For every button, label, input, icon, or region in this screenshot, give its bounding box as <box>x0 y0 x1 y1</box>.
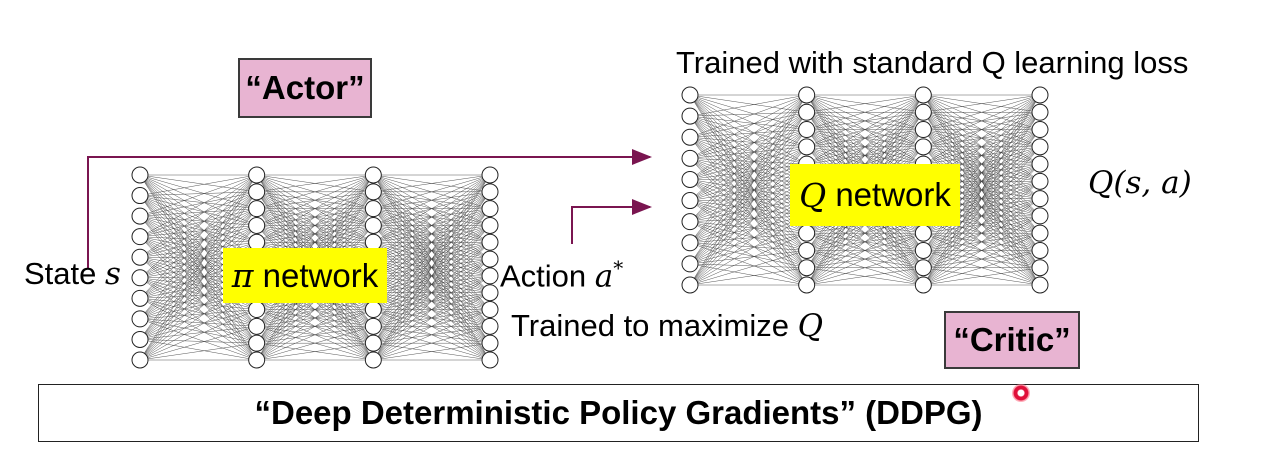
neuron-node <box>1031 276 1049 294</box>
neuron-node <box>798 121 816 139</box>
action-word: Action <box>500 258 587 294</box>
neuron-node <box>1031 86 1049 104</box>
actor-label: “Actor” <box>238 58 372 118</box>
neuron-node <box>131 330 149 348</box>
neuron-node <box>1031 190 1049 208</box>
neuron-node <box>1031 172 1049 190</box>
neuron-node <box>1031 103 1049 121</box>
maximize-text: Trained to maximize <box>511 308 789 343</box>
neuron-node <box>481 301 499 319</box>
neuron-node <box>798 259 816 277</box>
neuron-node <box>364 200 382 218</box>
neuron-node <box>914 259 932 277</box>
critic-training-caption: Trained with standard Q learning loss <box>676 45 1189 80</box>
neuron-node <box>1031 138 1049 156</box>
neuron-node <box>681 234 699 252</box>
neuron-node <box>248 166 266 184</box>
neuron-node <box>481 267 499 285</box>
action-output-label: Action a* <box>500 258 623 292</box>
neuron-node <box>914 86 932 104</box>
neuron-node <box>1031 155 1049 173</box>
ddpg-title-banner: “Deep Deterministic Policy Gradients” (D… <box>38 384 1199 442</box>
neuron-node <box>681 255 699 273</box>
neuron-node <box>481 183 499 201</box>
neuron-node <box>1031 224 1049 242</box>
neuron-node <box>681 192 699 210</box>
pi-network-label: π network <box>223 248 387 303</box>
neuron-node <box>1031 259 1049 277</box>
q-network-label: Q network <box>790 164 960 226</box>
neuron-node <box>131 207 149 225</box>
q-value-output: Q(s, a) <box>1088 165 1192 201</box>
action-symbol: a <box>594 258 614 295</box>
neuron-node <box>364 351 382 369</box>
neuron-node <box>681 107 699 125</box>
neuron-node <box>681 276 699 294</box>
neuron-node <box>248 183 266 201</box>
neuron-node <box>364 317 382 335</box>
neuron-node <box>681 128 699 146</box>
q-symbol: Q <box>799 175 827 215</box>
critic-label: “Critic” <box>944 311 1080 369</box>
neuron-node <box>364 334 382 352</box>
neuron-node <box>481 216 499 234</box>
neuron-node <box>914 121 932 139</box>
pi-network-word: network <box>262 256 379 294</box>
state-word: State <box>24 256 97 291</box>
neuron-node <box>131 248 149 266</box>
neuron-node <box>131 269 149 287</box>
neuron-node <box>131 351 149 369</box>
neuron-node <box>364 183 382 201</box>
neuron-node <box>481 200 499 218</box>
neuron-node <box>481 317 499 335</box>
state-to-critic-arrow <box>87 149 652 268</box>
neuron-node <box>364 166 382 184</box>
neuron-node <box>914 138 932 156</box>
neuron-node <box>798 103 816 121</box>
maximize-symbol: Q <box>797 308 823 344</box>
actor-training-caption: Trained to maximize Q <box>511 310 823 342</box>
neuron-node <box>248 200 266 218</box>
neuron-node <box>131 310 149 328</box>
action-to-critic-arrow <box>571 199 652 244</box>
neuron-node <box>914 276 932 294</box>
neuron-node <box>914 241 932 259</box>
neuron-node <box>248 216 266 234</box>
neuron-node <box>798 241 816 259</box>
neuron-node <box>131 228 149 246</box>
action-superscript: * <box>613 256 624 280</box>
neuron-node <box>681 213 699 231</box>
neuron-node <box>1031 241 1049 259</box>
neuron-node <box>364 216 382 234</box>
neuron-node <box>131 187 149 205</box>
neuron-node <box>481 334 499 352</box>
neuron-node <box>481 284 499 302</box>
neuron-node <box>248 351 266 369</box>
neuron-node <box>248 334 266 352</box>
neuron-node <box>248 317 266 335</box>
state-symbol: s <box>105 256 121 292</box>
neuron-node <box>681 170 699 188</box>
state-input-label: State s <box>24 258 121 290</box>
pi-symbol: π <box>231 256 254 295</box>
pointer-cursor-icon <box>1012 384 1030 402</box>
neuron-node <box>481 166 499 184</box>
neuron-node <box>681 149 699 167</box>
neuron-node <box>798 138 816 156</box>
q-network-word: network <box>835 176 951 213</box>
neuron-node <box>798 276 816 294</box>
neuron-node <box>131 166 149 184</box>
neuron-node <box>131 289 149 307</box>
neuron-node <box>914 103 932 121</box>
neuron-node <box>481 351 499 369</box>
neuron-node <box>1031 121 1049 139</box>
neuron-node <box>481 250 499 268</box>
neuron-node <box>798 86 816 104</box>
neuron-node <box>481 233 499 251</box>
neuron-node <box>681 86 699 104</box>
neuron-node <box>1031 207 1049 225</box>
